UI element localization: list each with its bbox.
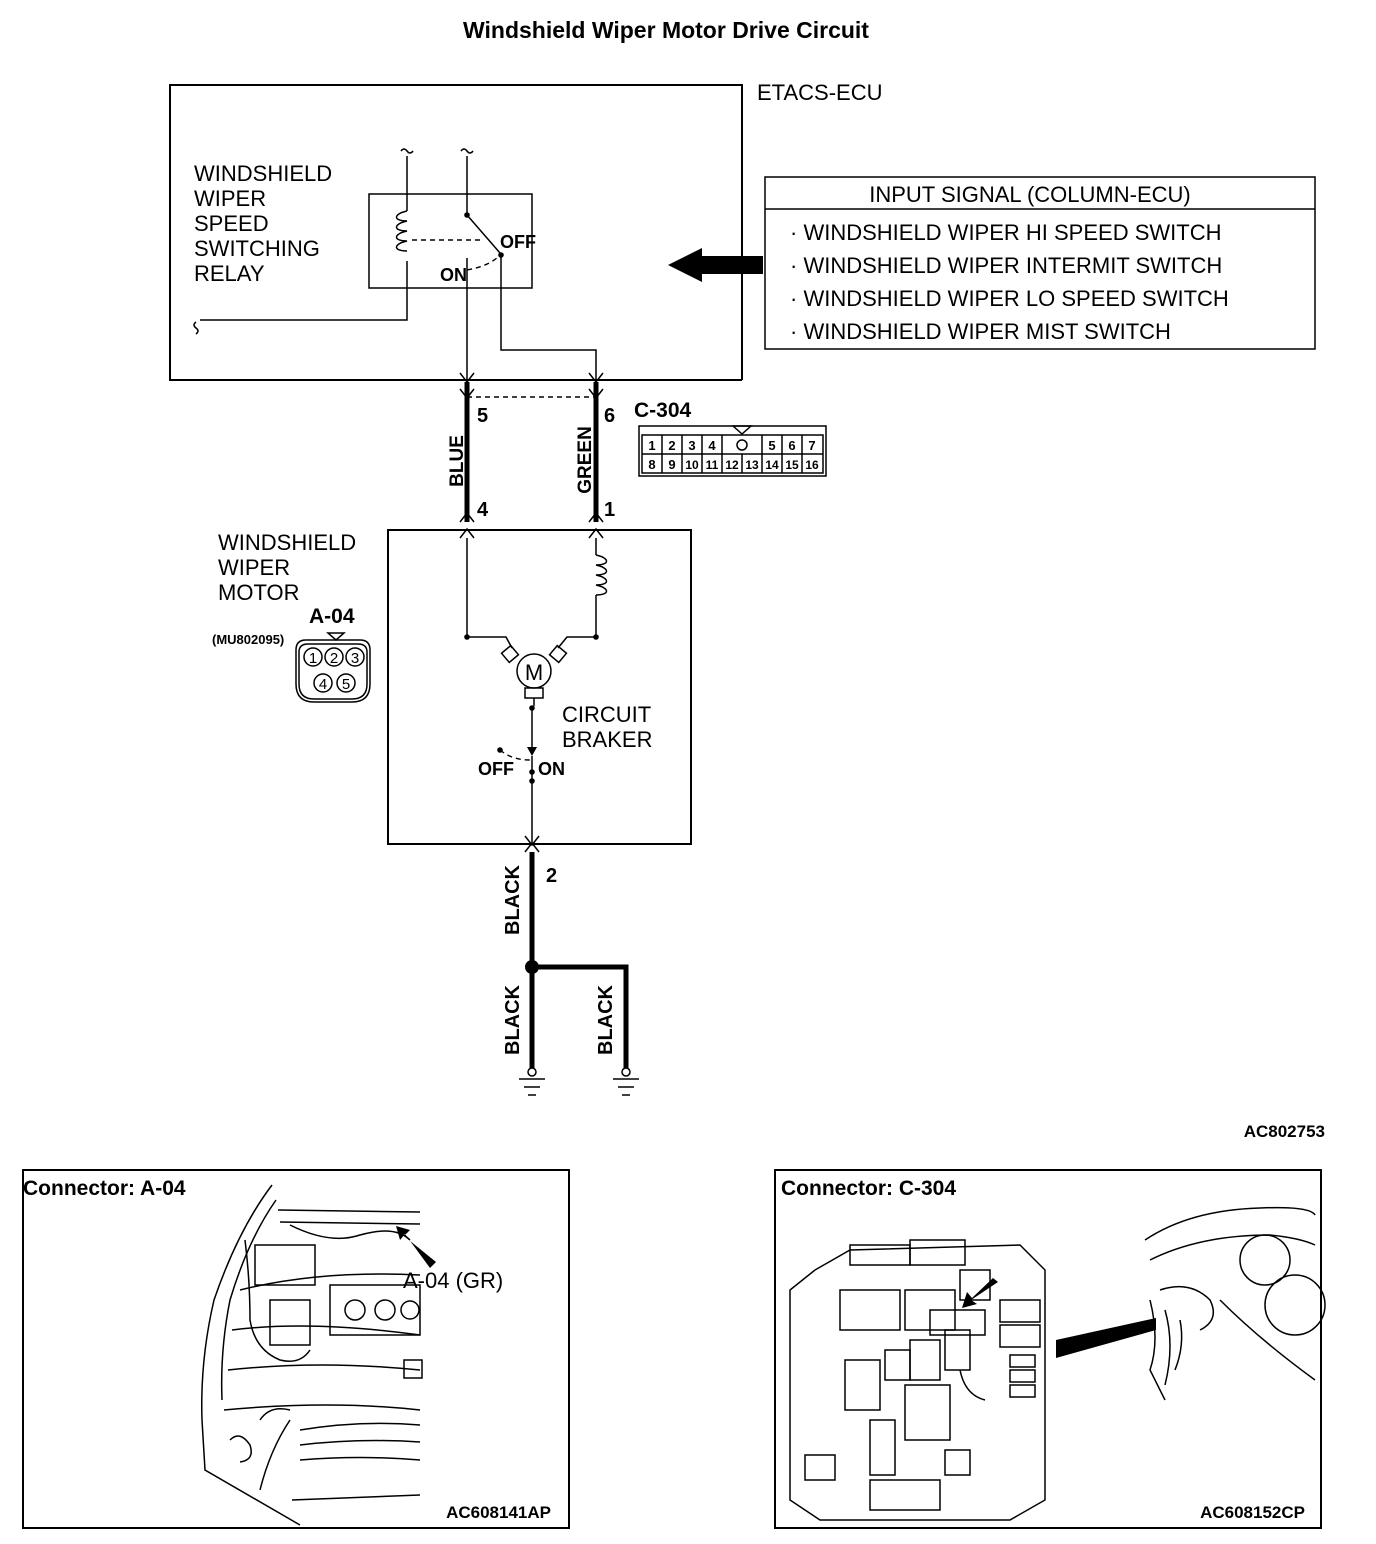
input-signal-box: INPUT SIGNAL (COLUMN-ECU) · WINDSHIELD W…	[764, 176, 1316, 350]
connector-c304-panel: Connector: C-304	[774, 1169, 1326, 1529]
ecu-name: ETACS-ECU	[757, 80, 883, 105]
ground-wire-branch	[532, 964, 629, 1068]
svg-text:WINDSHIELD: WINDSHIELD	[194, 161, 332, 186]
svg-text:2: 2	[330, 650, 338, 667]
svg-text:5: 5	[768, 438, 775, 453]
a04-panel-code: AC608141AP	[446, 1503, 551, 1522]
relay-box	[368, 193, 533, 289]
input-signal-item: · WINDSHIELD WIPER MIST SWITCH	[790, 319, 1171, 344]
motor-symbol-letter: M	[525, 660, 543, 685]
input-signal-item: · WINDSHIELD WIPER HI SPEED SWITCH	[790, 220, 1221, 245]
relay-on-label: ON	[440, 265, 467, 285]
engine-bay-illustration	[201, 1184, 423, 1526]
ground-icon	[519, 1067, 545, 1096]
svg-text:1: 1	[648, 438, 655, 453]
c304-key-circle	[736, 439, 748, 451]
c304-panel-code: AC608152CP	[1200, 1503, 1305, 1522]
svg-text:6: 6	[788, 438, 795, 453]
c304-pin-left: 5	[477, 405, 488, 427]
input-arrow-icon	[668, 248, 763, 282]
a04-panel-title: Connector: A-04	[23, 1177, 186, 1200]
wire-color-blue: BLUE	[447, 435, 468, 487]
a04-part-number: (MU802095)	[212, 632, 284, 647]
svg-text:CIRCUIT: CIRCUIT	[562, 702, 651, 727]
svg-text:WIPER: WIPER	[218, 555, 290, 580]
breaker-on-label: ON	[538, 759, 565, 779]
svg-text:8: 8	[648, 457, 655, 472]
zoom-wedge-icon	[1056, 1318, 1156, 1358]
svg-text:WINDSHIELD: WINDSHIELD	[218, 530, 356, 555]
wire-color-green: GREEN	[575, 426, 596, 494]
svg-text:SWITCHING: SWITCHING	[194, 236, 320, 261]
power-tilde-icon	[460, 148, 474, 154]
a04-connector-face: 1 2 3 4 5	[295, 632, 371, 703]
svg-text:4: 4	[708, 438, 716, 453]
c304-pin-right: 6	[604, 405, 615, 427]
breaker-off-label: OFF	[478, 759, 514, 779]
motor-pin-right: 1	[604, 499, 615, 521]
dashboard-illustration	[1144, 1206, 1326, 1401]
svg-text:5: 5	[342, 676, 350, 693]
svg-text:12: 12	[725, 458, 739, 472]
a04-pointer-arrow-icon	[396, 1226, 436, 1268]
svg-text:2: 2	[668, 438, 675, 453]
ground-icon	[613, 1067, 639, 1096]
wire-color-black-a: BLACK	[502, 984, 524, 1055]
ground-splice-dot	[525, 960, 539, 974]
svg-text:BRAKER: BRAKER	[562, 727, 652, 752]
motor-pin-left: 4	[477, 499, 489, 521]
svg-text:14: 14	[765, 458, 779, 472]
relay-label: WINDSHIELD WIPER SPEED SWITCHING RELAY	[194, 161, 332, 286]
figure-code: AC802753	[1244, 1122, 1325, 1141]
relay-coil-icon	[395, 210, 408, 252]
motor-label: WINDSHIELD WIPER MOTOR	[218, 530, 356, 605]
circuit-breaker-label: CIRCUIT BRAKER	[562, 702, 652, 752]
input-signal-header: INPUT SIGNAL (COLUMN-ECU)	[869, 182, 1190, 207]
connector-a04-panel: Connector: A-04 A-04 (GR) AC608141AP	[22, 1169, 570, 1529]
svg-text:1: 1	[309, 650, 317, 667]
c304-pointer-arrow-icon	[962, 1278, 998, 1308]
svg-text:3: 3	[688, 438, 695, 453]
a04-callout: A-04 (GR)	[403, 1268, 503, 1293]
svg-text:WIPER: WIPER	[194, 186, 266, 211]
svg-text:11: 11	[706, 458, 719, 472]
relay-off-label: OFF	[500, 232, 536, 252]
c304-connector-face: 1 2 3 4 5 6 7 8 9 10 11 12 13 14 15 16	[638, 425, 827, 477]
svg-text:4: 4	[319, 676, 327, 693]
svg-text:7: 7	[808, 438, 815, 453]
relay-switch-arm	[466, 214, 501, 254]
svg-text:3: 3	[351, 650, 359, 667]
wire-color-black-b: BLACK	[595, 984, 617, 1055]
field-coil-icon	[595, 554, 608, 596]
svg-text:9: 9	[668, 457, 675, 472]
svg-text:16: 16	[805, 458, 819, 472]
svg-text:RELAY: RELAY	[194, 261, 265, 286]
input-signal-item: · WINDSHIELD WIPER INTERMIT SWITCH	[790, 253, 1222, 278]
etacs-ecu-block: ETACS-ECU WINDSHIELD WIPER SPEED SWITCHI…	[169, 80, 883, 384]
svg-text:10: 10	[685, 458, 699, 472]
wiper-motor-block: WINDSHIELD WIPER MOTOR A-04 (MU802095) 1…	[212, 529, 692, 845]
power-tilde-icon	[400, 148, 414, 154]
svg-text:MOTOR: MOTOR	[218, 580, 299, 605]
a04-connector-name: A-04	[309, 605, 355, 628]
wire-color-black-main: BLACK	[502, 864, 524, 935]
svg-text:13: 13	[745, 458, 759, 472]
c304-panel-title: Connector: C-304	[781, 1177, 956, 1200]
etacs-ecu-illustration	[789, 1239, 1046, 1521]
input-signal-item: · WINDSHIELD WIPER LO SPEED SWITCH	[790, 286, 1229, 311]
power-tilde-icon	[193, 321, 199, 335]
c304-connector-name: C-304	[634, 399, 692, 422]
diagram-title: Windshield Wiper Motor Drive Circuit	[463, 17, 869, 43]
svg-text:SPEED: SPEED	[194, 211, 269, 236]
ground-pin-number: 2	[546, 865, 557, 887]
svg-text:15: 15	[785, 458, 799, 472]
